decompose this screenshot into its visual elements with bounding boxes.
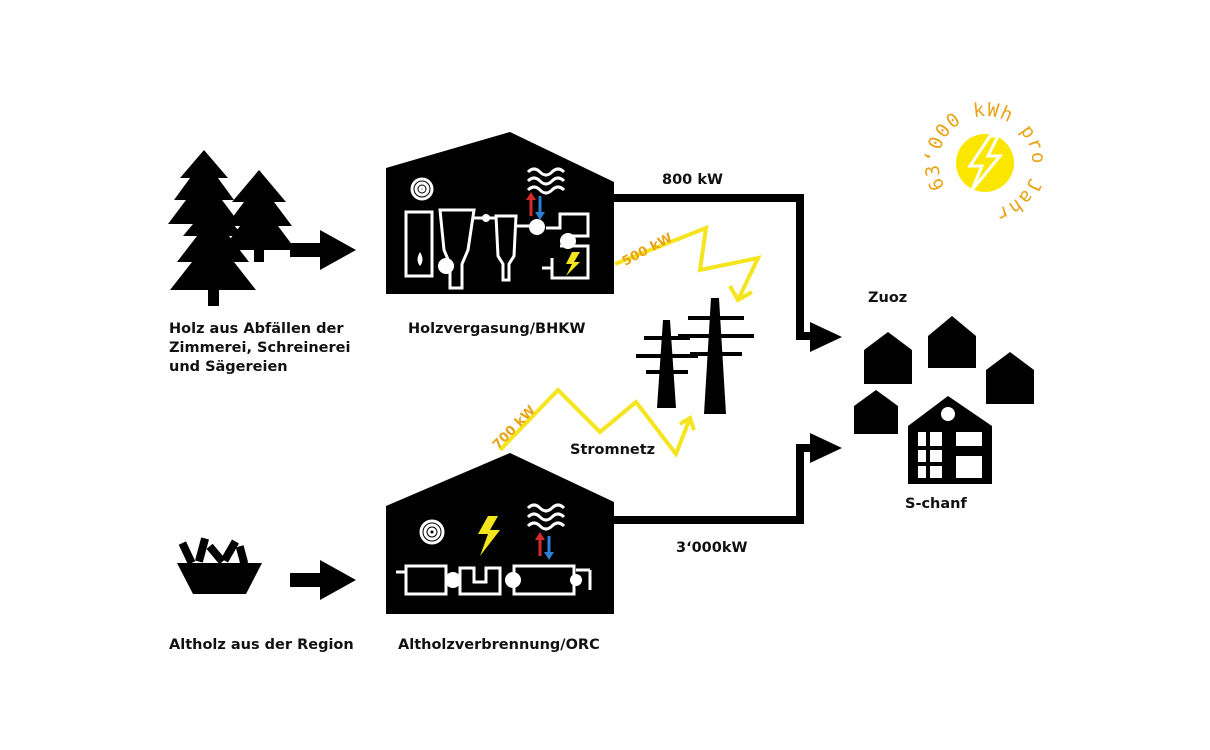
wood-source-label: Holz aus Abfällen der Zimmerei, Schreine…	[169, 321, 350, 375]
lightning-icon	[478, 516, 500, 556]
sun-icon: 63‘000 kWh pro Jahr	[921, 99, 1049, 226]
power-line-top	[614, 224, 762, 303]
wood-basket-icon	[177, 537, 262, 594]
forest	[168, 150, 296, 306]
wood-source-line-3: und Sägereien	[169, 359, 288, 375]
tree-icon	[170, 200, 256, 306]
village-bottom-label: S-chanf	[905, 496, 967, 512]
gasification-plant	[386, 132, 614, 294]
heat-exchange-icon	[535, 532, 554, 560]
arrow-right-icon	[290, 560, 356, 600]
power-line-bottom	[498, 387, 696, 459]
house-icon	[386, 132, 614, 294]
village	[854, 316, 1034, 484]
house-icon	[854, 390, 898, 434]
heat-exchange-icon	[526, 192, 545, 220]
tree-icon	[222, 170, 296, 262]
power-flow-top-label: 500 kW	[620, 231, 675, 270]
house-icon	[908, 396, 992, 484]
lightning-icon	[566, 252, 580, 276]
wood-source-line-2: Zimmerei, Schreinerei	[169, 340, 350, 356]
old-wood-plant	[386, 453, 614, 614]
house-icon	[864, 332, 912, 384]
power-grid-label: Stromnetz	[570, 442, 655, 458]
house-icon	[928, 316, 976, 368]
village-top-label: Zuoz	[868, 290, 907, 306]
power-pylon-icon	[636, 320, 698, 408]
heat-flow-top-label: 800 kW	[662, 172, 723, 188]
power-flow-bottom-label: 700 kW	[490, 403, 539, 453]
arrow-right-icon	[290, 230, 356, 270]
heat-flow-bottom-label: 3‘000kW	[676, 540, 748, 556]
old-wood-source-label: Altholz aus der Region	[169, 637, 354, 653]
gasification-label: Holzvergasung/BHKW	[408, 321, 585, 337]
heat-line-top	[614, 194, 842, 352]
heat-line-bottom	[614, 433, 842, 524]
arrow-right-icon	[810, 433, 842, 463]
old-wood-burning-label: Altholzverbrennung/ORC	[398, 637, 600, 653]
lightning-icon	[967, 134, 1004, 191]
arrow-right-icon	[810, 322, 842, 352]
house-icon	[986, 352, 1034, 404]
house-icon	[386, 453, 614, 614]
power-pylon-icon	[678, 298, 754, 414]
wood-source-line-1: Holz aus Abfällen der	[169, 321, 344, 337]
